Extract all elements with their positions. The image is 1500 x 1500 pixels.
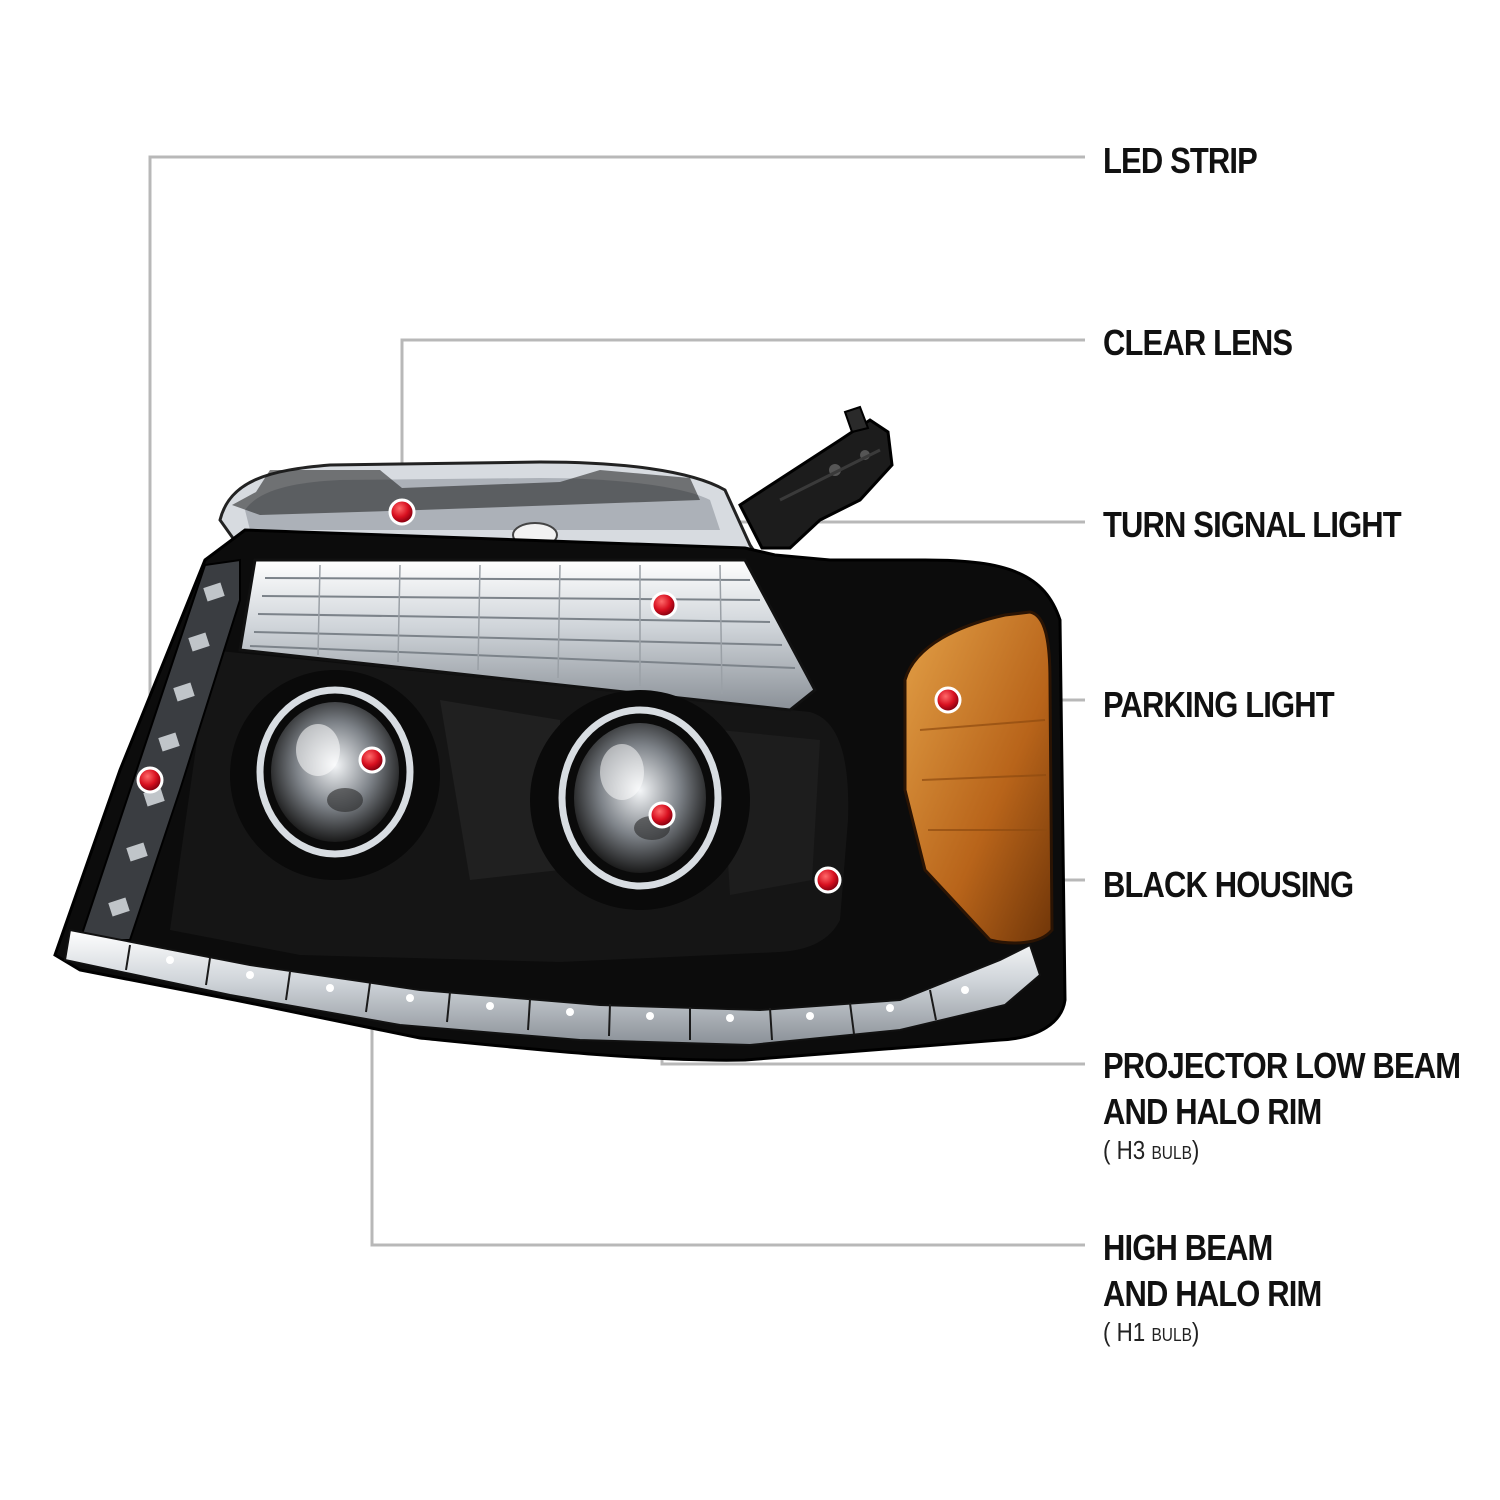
bulb-word: BULB — [1151, 1143, 1192, 1163]
label-turn-signal-text: TURN SIGNAL LIGHT — [1103, 504, 1402, 545]
marker-clear-lens — [388, 498, 416, 526]
marker-led-strip — [136, 766, 164, 794]
mounting-bracket — [738, 405, 894, 550]
marker-high-beam — [358, 746, 386, 774]
label-parking-light-text: PARKING LIGHT — [1103, 684, 1335, 725]
led-strip-bottom — [63, 928, 1042, 1047]
marker-parking-light — [934, 686, 962, 714]
high-beam-projector — [230, 670, 440, 880]
bulb-open: ( H3 — [1103, 1135, 1146, 1165]
bulb-word: BULB — [1151, 1325, 1192, 1345]
label-projector-bulb: ( H3 BULB) — [1103, 1135, 1460, 1168]
callout-markers — [136, 498, 962, 894]
low-beam-projector — [530, 690, 750, 910]
marker-black-housing — [814, 866, 842, 894]
label-high-beam-line1: HIGH BEAM — [1103, 1227, 1273, 1268]
marker-turn-signal — [650, 591, 678, 619]
marker-projector — [648, 801, 676, 829]
bulb-close: ) — [1191, 1317, 1200, 1347]
label-clear-lens: CLEAR LENS — [1103, 320, 1293, 366]
label-high-beam: HIGH BEAM AND HALO RIM ( H1 BULB) — [1103, 1225, 1322, 1350]
led-strip-left — [78, 558, 241, 941]
label-clear-lens-text: CLEAR LENS — [1103, 322, 1293, 363]
label-projector-line2: AND HALO RIM — [1103, 1091, 1322, 1132]
leader-led-strip — [148, 155, 1085, 778]
label-black-housing-text: BLACK HOUSING — [1103, 864, 1354, 905]
label-led-strip: LED STRIP — [1103, 138, 1258, 184]
leader-clear-lens — [400, 338, 1085, 510]
label-turn-signal: TURN SIGNAL LIGHT — [1103, 502, 1402, 548]
label-high-beam-line2: AND HALO RIM — [1103, 1273, 1322, 1314]
label-black-housing: BLACK HOUSING — [1103, 862, 1354, 908]
clear-lens-top — [218, 460, 763, 562]
bulb-open: ( H1 — [1103, 1317, 1146, 1347]
label-projector: PROJECTOR LOW BEAM AND HALO RIM ( H3 BUL… — [1103, 1043, 1461, 1168]
label-parking-light: PARKING LIGHT — [1103, 682, 1335, 728]
label-high-beam-bulb: ( H1 BULB) — [1103, 1317, 1321, 1350]
bulb-close: ) — [1191, 1135, 1200, 1165]
label-led-strip-text: LED STRIP — [1103, 140, 1258, 181]
label-projector-line1: PROJECTOR LOW BEAM — [1103, 1045, 1461, 1086]
